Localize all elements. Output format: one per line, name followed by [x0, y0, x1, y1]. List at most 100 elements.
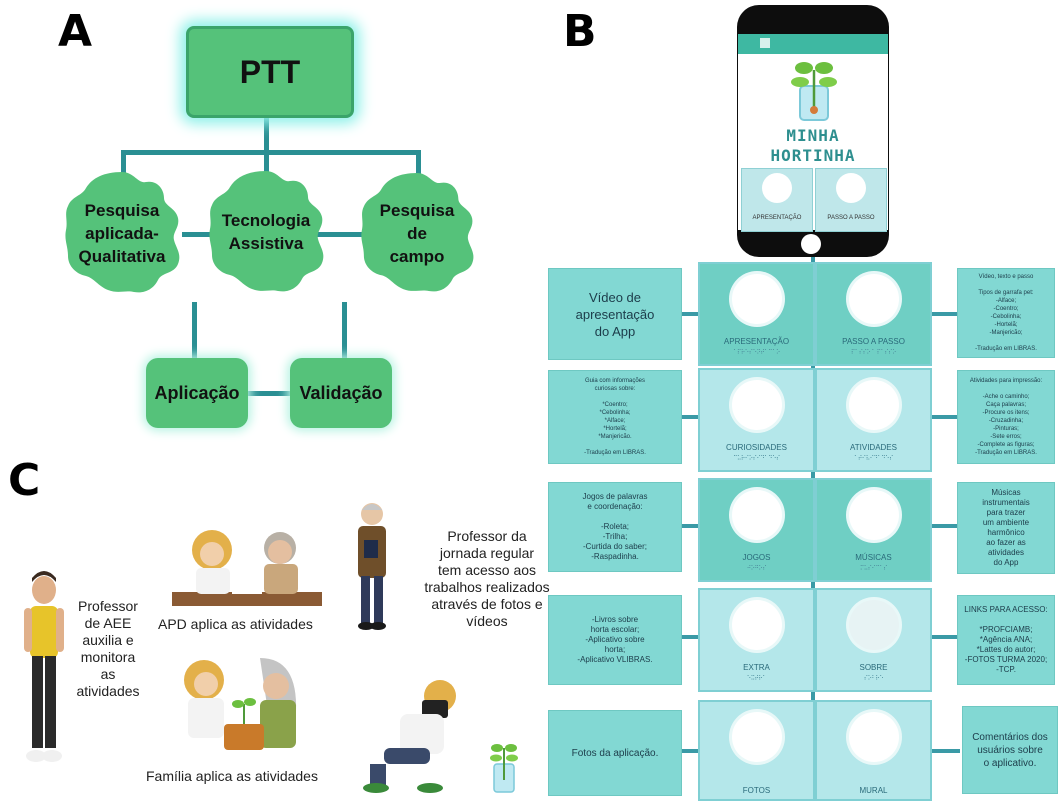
apd-illustration — [172, 530, 322, 606]
box-text-line: o aplicativo. — [983, 757, 1037, 769]
box-text-line: para trazer — [986, 508, 1026, 517]
panel-label-c: C — [8, 455, 41, 506]
card-atividades[interactable]: ATIVIDADES ⠁⠞⠊⠧⠊⠙⠁⠙⠑⠎ — [815, 368, 932, 472]
card-passo-a-passo[interactable]: PASSO A PASSO ⠏⠁⠎⠎⠕ ⠁ ⠏⠁⠎⠎⠕ — [815, 262, 932, 366]
box-text-line: -Ache o caminho; — [982, 394, 1030, 400]
box-text-line: Atividades para impressão: — [969, 378, 1043, 384]
avatar — [731, 490, 782, 540]
box-text-line: -Procure os itens; — [982, 410, 1030, 416]
card-musicas[interactable]: MÚSICAS ⠍⠥⠎⠊⠉⠁⠎ — [815, 478, 932, 582]
apd-caption: APD aplica as atividades — [158, 616, 313, 632]
box-text-line: e coordenação: — [587, 502, 643, 511]
phone-card-passo-a-passo[interactable]: PASSO A PASSO — [815, 168, 887, 232]
box-text-line: -Alface; — [995, 298, 1017, 304]
row-right-box: LINKS PARA ACESSO:*PROFCIAMB;*Agência AN… — [957, 595, 1055, 685]
box-text-line: instrumentais — [982, 498, 1030, 507]
box-text-line: harmônico — [987, 528, 1025, 537]
menu-icon — [760, 38, 770, 48]
connector — [416, 150, 421, 190]
box-text-line: -Complete as figuras; — [977, 442, 1035, 448]
avatar — [848, 274, 899, 324]
familia-caption: Família aplica as atividades — [146, 768, 318, 784]
avatar — [731, 600, 782, 650]
box-text-line: *Agência ANA; — [979, 635, 1033, 644]
ptt-node: PTT — [186, 26, 354, 118]
box-text-line: *Lattes do autor; — [976, 645, 1036, 654]
braille-label: ⠁⠞⠊⠧⠊⠙⠁⠙⠑⠎ — [854, 456, 893, 462]
node-aplicacao: Aplicação — [146, 358, 248, 428]
family-illustration — [184, 658, 297, 750]
box-text-line: -Coentro; — [993, 306, 1019, 312]
flower-shape — [209, 171, 324, 292]
braille-label: ⠑⠭⠞⠗⠁ — [746, 676, 767, 682]
box-text-line: -Tradução em LIBRAS. — [975, 450, 1037, 456]
box-text-line: horta escolar; — [590, 625, 640, 634]
card-mural[interactable]: MURAL — [815, 700, 932, 801]
connector — [248, 391, 290, 396]
card-sobre[interactable]: SOBRE ⠎⠕⠃⠗⠑ — [815, 588, 932, 692]
box-text-line: Jogos de palavras — [582, 492, 648, 501]
connector — [264, 112, 269, 152]
avatar — [731, 274, 782, 324]
box-text-line: -Hortelã; — [994, 322, 1018, 328]
box-text-line: -TCP. — [996, 665, 1016, 674]
team-photos-icon — [848, 600, 899, 650]
box-text-line: -FOTOS TURMA 2020; — [964, 655, 1048, 664]
card-jogos[interactable]: JOGOS ⠚⠕⠛⠕⠎ — [698, 478, 815, 582]
app-title-line-2: HORTINHA — [770, 146, 856, 165]
box-text-line: -Pinturas; — [993, 426, 1019, 432]
box-text-line: -Tradução em LIBRAS. — [975, 346, 1037, 352]
box-text-line: Músicas — [991, 488, 1021, 497]
box-text-line: -Curtida do saber; — [582, 542, 648, 551]
box-text-line: -Aplicativo VLIBRAS. — [577, 655, 653, 664]
panel-label-a: A — [58, 6, 93, 57]
box-text-line: -Roleta; — [600, 522, 629, 531]
box-text-line: ao fazer as — [986, 538, 1026, 547]
box-text-line: do App — [993, 558, 1019, 567]
avatar — [836, 173, 866, 203]
box-text-line: *Cebolinha; — [599, 410, 631, 416]
home-button — [801, 234, 821, 254]
box-text-line: LINKS PARA ACESSO: — [964, 605, 1048, 614]
box-text-line: *Coentro; — [602, 402, 628, 408]
box-text-line: -Trilha; — [602, 532, 628, 541]
box-text-line: -Sete erros; — [990, 434, 1022, 440]
connector — [342, 302, 347, 362]
plant-pot-icon — [490, 744, 518, 793]
avatar — [848, 380, 899, 430]
box-text-line: -Aplicativo sobre — [585, 635, 645, 644]
avatar — [848, 712, 899, 762]
card-apresentacao[interactable]: APRESENTAÇÃO ⠁⠏⠗⠑⠎⠑⠝⠞⠁⠉⠁⠕ — [698, 262, 815, 366]
box-text-line: *Manjericão. — [598, 434, 632, 440]
box-text-line: -Raspadinha. — [591, 552, 639, 561]
app-title-line-1: MINHA — [786, 126, 840, 145]
box-text-line: -Cruzadinha; — [988, 418, 1024, 424]
box-text-line: Guia com informações — [584, 378, 646, 384]
avatar — [731, 712, 782, 762]
connector — [264, 150, 269, 190]
card-fotos[interactable]: FOTOS — [698, 700, 815, 801]
box-text-line: *Alface; — [604, 418, 626, 424]
row-left-box: Fotos da aplicação. — [548, 710, 682, 796]
card-extra[interactable]: EXTRA ⠑⠭⠞⠗⠁ — [698, 588, 815, 692]
box-text-line: Tipos de garrafa pet: — [978, 290, 1034, 296]
card-curiosidades[interactable]: CURIOSIDADES ⠉⠥⠗⠊⠕⠎⠊⠙⠁⠙⠑⠎ — [698, 368, 815, 472]
connector — [121, 150, 126, 190]
flower-shape — [65, 172, 180, 293]
box-text-line: usuários sobre — [977, 744, 1043, 756]
connector — [192, 302, 197, 362]
box-text-line: atividades — [987, 548, 1024, 557]
plant-logo-icon — [791, 62, 837, 121]
phone-card-apresentacao[interactable]: APRESENTAÇÃO — [741, 168, 813, 232]
box-text-line: *Hortelã; — [603, 426, 627, 432]
box-text-line: -Manjericão; — [989, 330, 1023, 336]
